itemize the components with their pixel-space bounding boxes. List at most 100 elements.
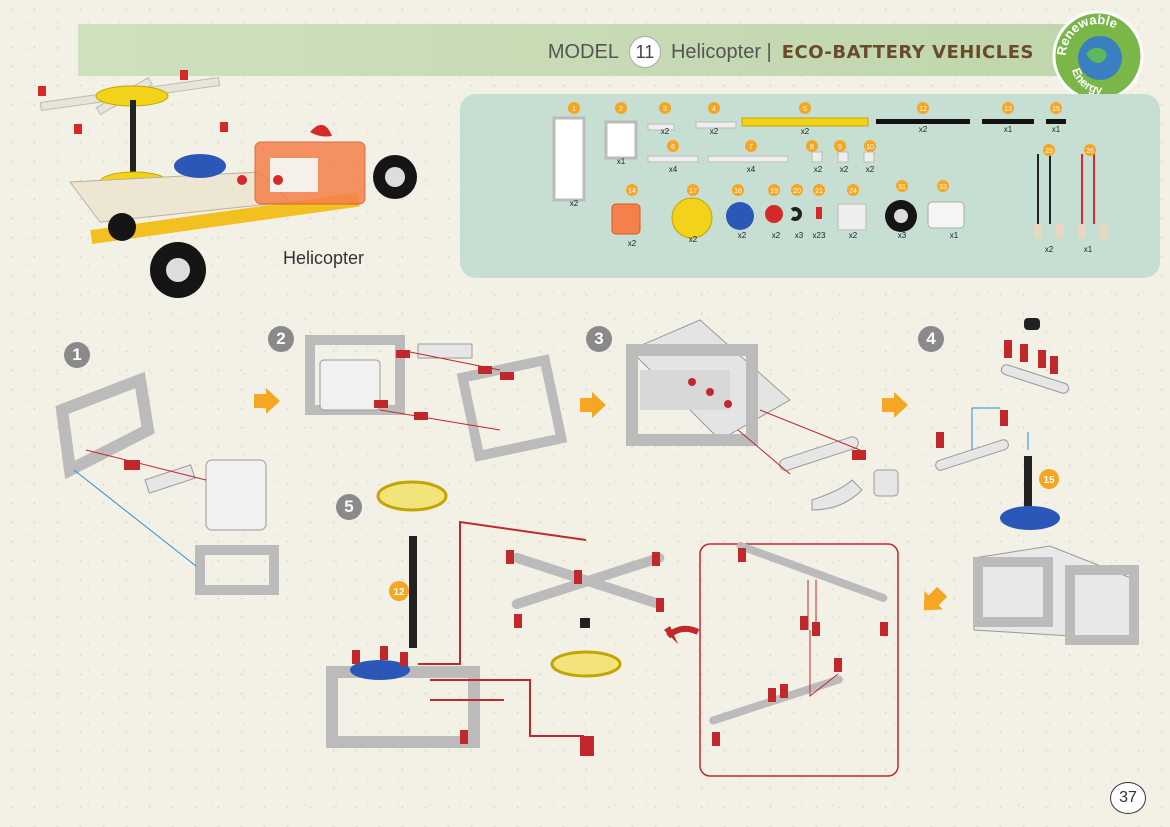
part-number-badge bbox=[745, 140, 757, 152]
part-number-badge bbox=[847, 184, 859, 196]
part-number: 25 bbox=[1045, 148, 1053, 155]
part-quantity: x2 bbox=[689, 235, 698, 244]
arrow-right-icon bbox=[580, 392, 606, 418]
part-callout-12: 12 bbox=[389, 581, 409, 601]
part-number: 33 bbox=[939, 184, 947, 191]
part-number-badge bbox=[1002, 102, 1014, 114]
part-blue-gear bbox=[726, 202, 754, 230]
part-number-badge bbox=[813, 184, 825, 196]
part-callout-15: 15 bbox=[1039, 469, 1059, 489]
part-number-badge bbox=[615, 102, 627, 114]
callout-12-text: 12 bbox=[393, 587, 405, 598]
part-number-badge bbox=[799, 102, 811, 114]
part-quantity: x2 bbox=[919, 125, 928, 134]
part-red-gear bbox=[765, 205, 783, 223]
part-quantity: x1 bbox=[617, 157, 626, 166]
part-number: 19 bbox=[770, 188, 778, 195]
part-number: 24 bbox=[849, 188, 857, 195]
part-frame-large bbox=[552, 116, 586, 202]
part-quantity: x4 bbox=[747, 165, 756, 174]
part-wire-black bbox=[1037, 154, 1051, 224]
part-wire-red bbox=[1081, 154, 1095, 224]
part-number: 8 bbox=[810, 144, 814, 151]
part-rod-15 bbox=[1046, 119, 1066, 124]
part-number: 1 bbox=[572, 106, 576, 113]
part-number-badge bbox=[937, 180, 949, 192]
part-quantity: x1 bbox=[1004, 125, 1013, 134]
part-quantity: x4 bbox=[669, 165, 678, 174]
part-number: 10 bbox=[866, 144, 874, 151]
part-number-badge bbox=[1084, 144, 1096, 156]
helicopter-model-photo bbox=[38, 70, 417, 298]
part-number-badge bbox=[834, 140, 846, 152]
part-number-badge bbox=[708, 102, 720, 114]
model-number-badge: 11 bbox=[628, 36, 661, 68]
model-name: Helicopter | bbox=[670, 40, 772, 63]
part-number: 17 bbox=[689, 188, 697, 195]
part-rod-13 bbox=[982, 119, 1034, 124]
part-battery-box bbox=[611, 203, 641, 235]
part-number: 18 bbox=[734, 188, 742, 195]
part-quantity: x2 bbox=[738, 231, 747, 240]
part-number-badge bbox=[768, 184, 780, 196]
part-quantity: x2 bbox=[710, 127, 719, 136]
part-number-badge bbox=[568, 102, 580, 114]
parts-svg: 1x22x13x24x25x212x213x115x16x47x48x29x21… bbox=[552, 102, 1108, 254]
part-plate bbox=[837, 203, 867, 231]
part-number: 15 bbox=[1052, 106, 1060, 113]
part-quantity: x2 bbox=[570, 199, 579, 208]
part-number-badge bbox=[806, 140, 818, 152]
part-quantity: x2 bbox=[1045, 245, 1054, 254]
part-quantity: x2 bbox=[840, 165, 849, 174]
part-number: 5 bbox=[803, 106, 807, 113]
step-1-diagram bbox=[55, 371, 279, 595]
part-number: 21 bbox=[815, 188, 823, 195]
part-number-badge bbox=[917, 102, 929, 114]
step-4-diagram bbox=[935, 318, 1139, 645]
arrow-right-icon bbox=[254, 388, 280, 414]
part-connector-9 bbox=[837, 151, 849, 163]
page-header: MODEL 11 Helicopter | ECO-BATTERY VEHICL… bbox=[548, 36, 1034, 68]
part-quantity: x2 bbox=[772, 231, 781, 240]
part-quantity: x1 bbox=[1084, 245, 1093, 254]
part-quantity: x23 bbox=[813, 231, 826, 240]
part-quantity: x2 bbox=[849, 231, 858, 240]
part-number-badge bbox=[1050, 102, 1062, 114]
series-title: ECO-BATTERY VEHICLES bbox=[781, 41, 1034, 63]
step-2-number: 2 bbox=[268, 326, 294, 352]
part-number: 12 bbox=[919, 106, 927, 113]
part-connector-10 bbox=[863, 151, 875, 163]
part-quantity: x3 bbox=[795, 231, 804, 240]
hero-label: Helicopter bbox=[283, 248, 365, 268]
arrow-down-left-icon bbox=[923, 586, 948, 611]
part-beam-6 bbox=[647, 155, 699, 163]
part-yellow-beam bbox=[741, 117, 869, 127]
part-number: 7 bbox=[749, 144, 753, 151]
part-quantity: x2 bbox=[661, 127, 670, 136]
part-number-badge bbox=[791, 184, 803, 196]
part-number-badge bbox=[864, 140, 876, 152]
part-number: 13 bbox=[1004, 106, 1012, 113]
part-yellow-gear bbox=[671, 197, 713, 239]
part-number-badge bbox=[687, 184, 699, 196]
step-5-number: 5 bbox=[336, 494, 362, 520]
part-number: 31 bbox=[898, 184, 906, 191]
page-number: 37 bbox=[1110, 782, 1146, 814]
part-quantity: x3 bbox=[898, 231, 907, 240]
step-4-number: 4 bbox=[918, 326, 944, 352]
step-1-number: 1 bbox=[64, 342, 90, 368]
part-rod-12 bbox=[876, 119, 970, 124]
part-beam-4 bbox=[695, 121, 737, 129]
part-frame-small bbox=[604, 120, 638, 160]
assembly-diagrams bbox=[55, 318, 1139, 777]
part-motor bbox=[927, 201, 965, 229]
part-quantity: x1 bbox=[1052, 125, 1061, 134]
part-number: 6 bbox=[671, 144, 675, 151]
part-number: 20 bbox=[793, 188, 801, 195]
step-2-diagram bbox=[305, 335, 568, 462]
step-5-diagram bbox=[326, 480, 700, 756]
callout-15-text: 15 bbox=[1043, 475, 1055, 486]
part-quantity: x2 bbox=[628, 239, 637, 248]
part-quantity: x2 bbox=[866, 165, 875, 174]
